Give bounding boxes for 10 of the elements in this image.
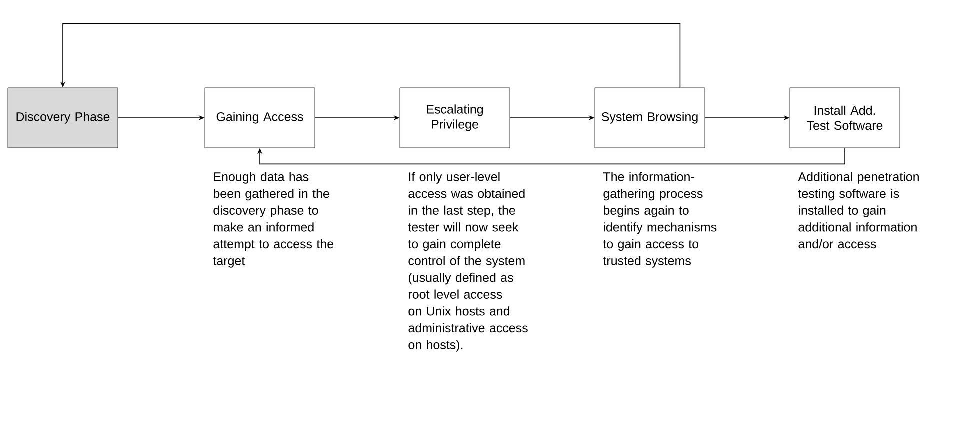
process-box: Escalating Privilege (400, 88, 510, 148)
process-box: Gaining Access (204, 88, 316, 148)
process-box: System Browsing (594, 88, 706, 148)
arrow (257, 148, 846, 165)
process-box: Discovery Phase (8, 88, 118, 148)
description-text: If only user-level access was obtained in the last step, the tester will now seek to gain complete control of the system (usually defined as root level access on Unix hosts and administrative access on hosts). (408, 172, 528, 352)
description-text: Additional penetration testing software is installed to gain additional information and/or access (798, 172, 919, 249)
process-box: Install Add. Test Software (790, 88, 900, 148)
description-text: Enough data has been gathered in the discovery phase to make an informed attempt to access the target (213, 172, 334, 268)
description-text: The information-gathering process begins again to identify mechanisms to gain access to trusted systems (603, 172, 717, 268)
